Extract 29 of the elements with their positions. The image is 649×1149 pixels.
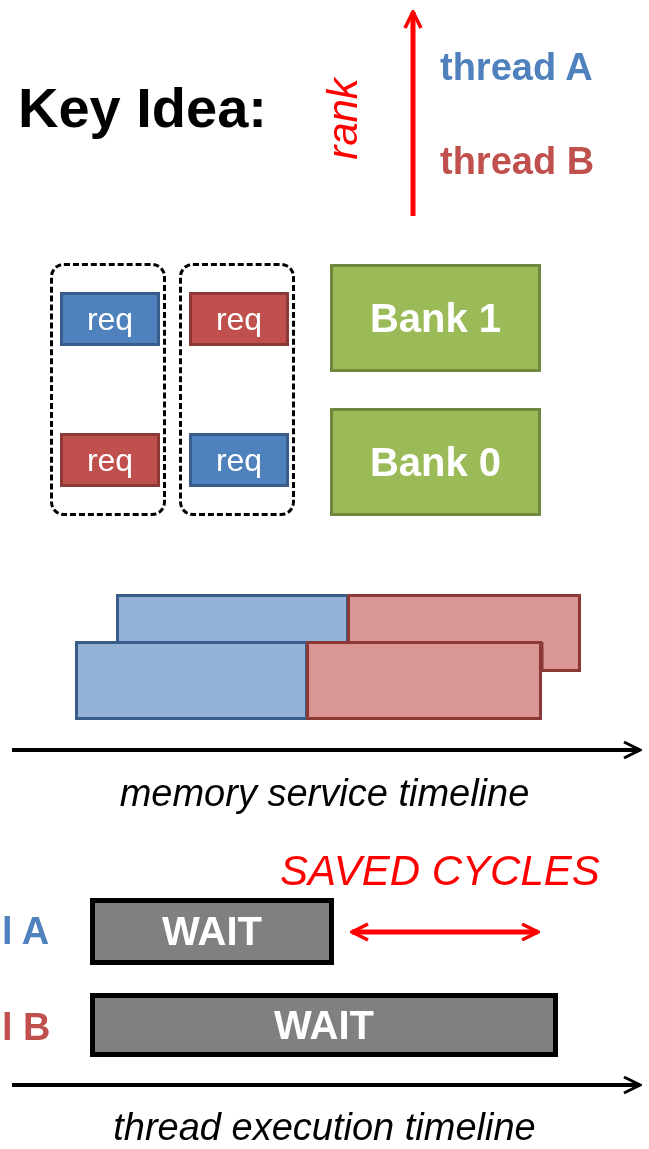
service-bar [75, 641, 308, 720]
axis-caption: thread execution timeline [112, 1108, 537, 1146]
bank-box [330, 264, 541, 372]
wait-label: WAIT [274, 1002, 374, 1048]
wait-label: WAIT [162, 909, 262, 954]
request-label: req [86, 300, 134, 338]
bank-box [330, 408, 541, 516]
request-box [60, 292, 160, 346]
request-box [60, 433, 160, 487]
axis-caption: memory service timeline [118, 774, 531, 812]
dashed-group-outline [50, 263, 166, 516]
service-bar [116, 594, 349, 644]
bank-label: Bank 0 [369, 439, 502, 485]
request-label: req [215, 300, 263, 338]
bank-label: Bank 1 [369, 295, 502, 341]
axis-label: rank [321, 78, 364, 160]
service-bar [306, 641, 542, 720]
wait-bar [90, 898, 334, 965]
annotation: SAVED CYCLES [280, 850, 600, 892]
dashed-group-outline [179, 263, 295, 516]
request-label: req [215, 441, 263, 479]
row-label: l A [2, 912, 50, 950]
request-box [189, 433, 289, 487]
legend-text: thread A [440, 48, 593, 86]
row-label: l B [2, 1008, 51, 1046]
request-box [189, 292, 289, 346]
legend-text: thread B [440, 142, 595, 180]
request-label: req [86, 441, 134, 479]
wait-bar [90, 993, 558, 1057]
